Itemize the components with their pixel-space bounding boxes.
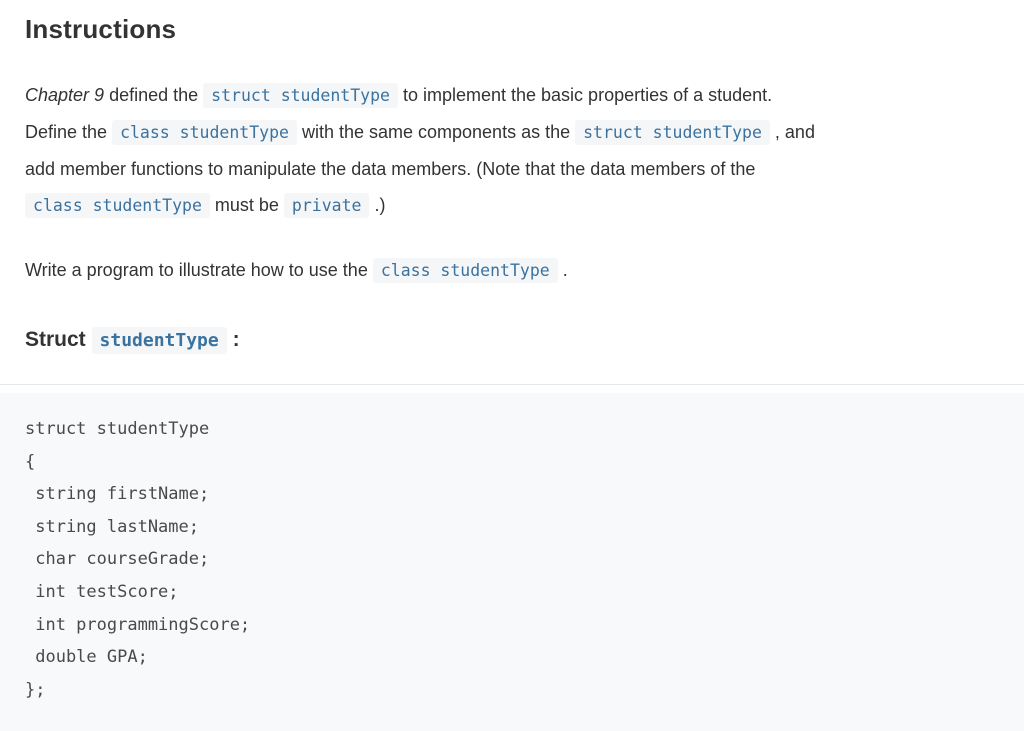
inline-code: class studentType	[372, 258, 558, 283]
struct-code-block: struct studentType { string firstName; s…	[0, 393, 1024, 731]
italic-text: Chapter 9	[25, 85, 105, 105]
inline-code: class studentType	[112, 120, 297, 145]
text-run: defined the	[104, 85, 204, 105]
text-run: must be	[209, 195, 284, 215]
text-line: Write a program to illustrate how to use…	[25, 252, 999, 289]
text-run: add member functions to manipulate the d…	[25, 159, 756, 179]
instructions-content: Instructions Chapter 9 defined the struc…	[0, 0, 1024, 356]
text-run: .	[557, 260, 568, 280]
text-run: with the same components as the	[296, 122, 576, 142]
text-line: Chapter 9 defined the struct studentType…	[25, 77, 999, 114]
inline-code: private	[283, 193, 370, 218]
text-line: add member functions to manipulate the d…	[25, 151, 999, 187]
inline-code: struct studentType	[575, 120, 770, 145]
paragraph: Write a program to illustrate how to use…	[25, 252, 999, 289]
text-run: Write a program to illustrate how to use…	[25, 260, 373, 280]
inline-code: class studentType	[25, 193, 210, 218]
text-run: Struct	[25, 328, 92, 351]
page-title: Instructions	[25, 14, 177, 44]
divider	[0, 384, 1024, 385]
text-line: class studentType must be private .)	[25, 187, 999, 224]
text-run: .)	[369, 195, 386, 215]
inline-code: struct studentType	[203, 83, 398, 108]
text-run: Define the	[25, 122, 113, 142]
text-run: to implement the basic properties of a s…	[397, 85, 773, 105]
text-line: Define the class studentType with the sa…	[25, 114, 999, 151]
text-run: , and	[769, 122, 815, 142]
paragraph: Chapter 9 defined the struct studentType…	[25, 77, 999, 224]
paragraphs-container: Chapter 9 defined the struct studentType…	[25, 77, 999, 289]
struct-heading: Struct studentType :	[25, 325, 999, 356]
text-run: :	[226, 328, 240, 351]
inline-code: studentType	[91, 327, 227, 354]
